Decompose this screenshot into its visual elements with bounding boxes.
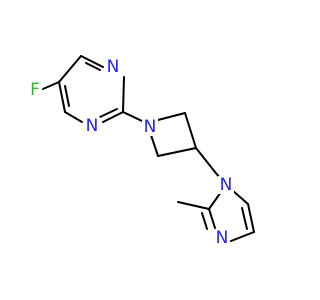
- bond-c6-c5: [58, 81, 66, 113]
- bond-n3-c2: [122, 76, 125, 113]
- bond-imid-n1-c2: [208, 191, 222, 210]
- bond-imid-n3-c4: [230, 231, 255, 242]
- molecule-structure-diagram: F N N N N N: [28, 55, 255, 248]
- imidazole-n1-atom-label: N: [220, 175, 233, 195]
- bond-imid-c2-n3-double: [201, 212, 208, 230]
- bond-n1-c6: [64, 111, 83, 123]
- bond-azetidine-c2-c3: [184, 112, 197, 149]
- azetidine-n-atom-label: N: [144, 117, 157, 137]
- bond-imid-c5-n1: [231, 189, 249, 205]
- atom-labels: F N N N N N: [28, 57, 234, 248]
- bond-c3-ch2: [195, 147, 216, 173]
- imidazole-n3-atom-label: N: [216, 228, 229, 248]
- bond-azetidine-n-c2: [157, 112, 186, 121]
- pyrimidine-n3-atom-label: N: [107, 57, 120, 77]
- bond-c4-n3: [80, 55, 104, 68]
- bond-imid-c2-methyl: [177, 201, 210, 210]
- pyrimidine-n1-atom-label: N: [86, 116, 99, 136]
- bond-c2-azetidine-n: [122, 111, 143, 122]
- bond-c6-c5-double: [64, 85, 70, 107]
- bond-imid-c4-c5-double: [241, 207, 248, 230]
- bond-c2-n1-double: [99, 108, 118, 118]
- bond-imid-c2-n3: [208, 208, 216, 229]
- bond-c5-c4: [58, 55, 82, 83]
- bond-f-c5: [42, 81, 60, 90]
- bond-imid-c4-c5: [247, 203, 255, 233]
- bonds: [42, 55, 255, 242]
- bond-c4-n3-double: [85, 62, 101, 71]
- bond-azetidine-c4-n: [150, 134, 159, 157]
- bond-c2-n1: [102, 111, 124, 123]
- bond-azetidine-c3-c4: [157, 147, 197, 157]
- fluorine-atom-label: F: [30, 80, 40, 100]
